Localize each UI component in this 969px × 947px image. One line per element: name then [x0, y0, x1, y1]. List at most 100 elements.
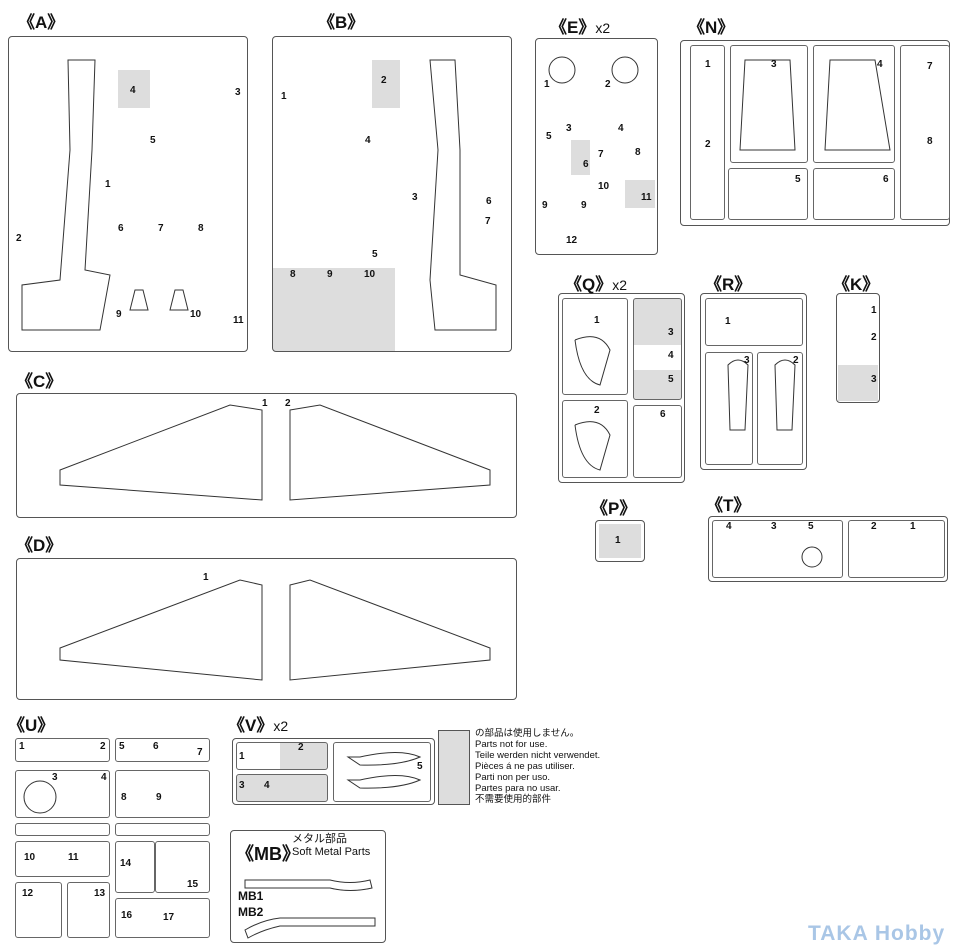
sprue-title-n: 《N》 [688, 13, 734, 38]
legend-line: の部品は使用しません。 [475, 728, 580, 739]
sub-frame-n [813, 168, 895, 220]
metal-parts-frame [230, 830, 386, 943]
part-label-a-9: 9 [116, 309, 122, 320]
part-label-e-7: 7 [598, 149, 604, 160]
metal-parts-jp: メタル部品 [292, 833, 347, 845]
sprue-letter: 《A》 [18, 13, 65, 32]
mb2-shape [244, 917, 376, 939]
part-label-b-8: 8 [290, 269, 296, 280]
part-label-a-2: 2 [16, 233, 22, 244]
sub-frame-u [115, 898, 210, 938]
unused-parts-legend: の部品は使用しません。 Parts not for use. Teile wer… [475, 728, 600, 805]
part-label-v-1: 1 [239, 751, 245, 762]
part-label-n-7: 7 [927, 61, 933, 72]
sprue-title-p: 《P》 [591, 494, 636, 519]
canopy-r3-shape [727, 359, 796, 431]
part-label-a-1: 1 [105, 179, 111, 190]
sub-frame-v [236, 742, 328, 770]
part-label-u-8: 8 [121, 792, 127, 803]
part-label-e-9: 9 [542, 200, 548, 211]
sub-frame-r [705, 298, 803, 346]
part-label-u-2: 2 [100, 741, 106, 752]
part-label-k-3: 3 [871, 374, 877, 385]
part-label-v-2: 2 [298, 742, 304, 753]
part-label-n-2: 2 [705, 139, 711, 150]
part-label-e-5: 5 [546, 131, 552, 142]
sprue-frame-e [535, 38, 658, 255]
wing-upper-left-shape [59, 404, 263, 501]
sprue-letter: 《K》 [833, 275, 880, 294]
part-label-n-1: 1 [705, 59, 711, 70]
sub-frame-n [900, 45, 950, 220]
unused-area-q [634, 370, 681, 399]
wing-lower-left-shape [59, 579, 263, 681]
part-label-c-1: 1 [262, 398, 268, 409]
legend-line: Parts not for use. [475, 739, 548, 750]
part-label-k-1: 1 [871, 305, 877, 316]
sprue-frame-c [16, 393, 517, 518]
part-label-r-2: 2 [793, 355, 799, 366]
part-label-e-6: 6 [583, 159, 589, 170]
part-label-e-11: 11 [641, 192, 652, 203]
part-label-a-4: 4 [130, 85, 136, 96]
part-label-t-4: 4 [726, 521, 732, 532]
part-label-v-3: 3 [239, 780, 245, 791]
part-label-k-2: 2 [871, 332, 877, 343]
sprue-title-u: 《U》 [8, 711, 54, 736]
sprue-title-t: 《T》 [706, 491, 750, 516]
part-label-q-3: 3 [668, 327, 674, 338]
part-label-t-1: 1 [910, 521, 916, 532]
drop-tank-a-shape [129, 289, 189, 311]
part-label-n-5: 5 [795, 174, 801, 185]
sub-frame-r [757, 352, 803, 465]
unused-area-b [372, 60, 400, 108]
part-label-u-1: 1 [19, 741, 25, 752]
part-label-e-4: 4 [618, 123, 624, 134]
sprue-frame-p [595, 520, 645, 562]
metal-parts-en: Soft Metal Parts [292, 846, 371, 858]
part-label-u-7: 7 [197, 747, 203, 758]
sprue-multiplier: x2 [273, 718, 289, 734]
propeller-q2-shape [574, 421, 611, 471]
fuselage-right-shape [429, 59, 497, 331]
part-label-t-3: 3 [771, 521, 777, 532]
fuselage-left-shape [21, 59, 111, 331]
part-label-t-2: 2 [871, 521, 877, 532]
part-label-p-1: 1 [615, 535, 621, 546]
part-label-b-2: 2 [381, 75, 387, 86]
sprue-letter: 《P》 [591, 499, 637, 518]
sub-frame-u [15, 882, 62, 938]
part-label-u-17: 17 [163, 912, 175, 923]
sprue-frame-a [8, 36, 248, 352]
sub-frame-q [562, 400, 628, 478]
v5-bomb-shape [346, 752, 422, 789]
unused-area-k [838, 365, 878, 401]
unused-area-q [634, 299, 681, 345]
part-label-b-10: 10 [364, 269, 376, 280]
part-label-e-8: 8 [635, 147, 641, 158]
sub-frame-u [115, 823, 210, 836]
part-label-mb2: MB2 [238, 905, 264, 919]
sprue-frame-q [558, 293, 685, 483]
part-label-b-3: 3 [412, 192, 418, 203]
t5-disc-shape [801, 546, 823, 568]
sprue-frame-b [272, 36, 512, 352]
sub-frame-t [712, 520, 843, 578]
sprue-multiplier: x2 [612, 277, 628, 293]
sub-frame-q [562, 298, 628, 395]
tail-3-shape [739, 59, 796, 151]
part-label-q-1: 1 [594, 315, 600, 326]
sprue-frame-k [836, 293, 880, 403]
sub-frame-n [728, 168, 808, 220]
sub-frame-r [705, 352, 753, 465]
part-label-u-14: 14 [120, 858, 132, 869]
part-label-u-9: 9 [156, 792, 162, 803]
wing-lower-right-shape [289, 579, 491, 681]
sub-frame-t [848, 520, 945, 578]
part-label-e-1: 1 [544, 79, 550, 90]
part-label-d-1: 1 [203, 572, 209, 583]
sub-frame-u [155, 841, 210, 893]
part-label-b-6: 6 [486, 196, 492, 207]
mb1-shape [244, 879, 373, 891]
